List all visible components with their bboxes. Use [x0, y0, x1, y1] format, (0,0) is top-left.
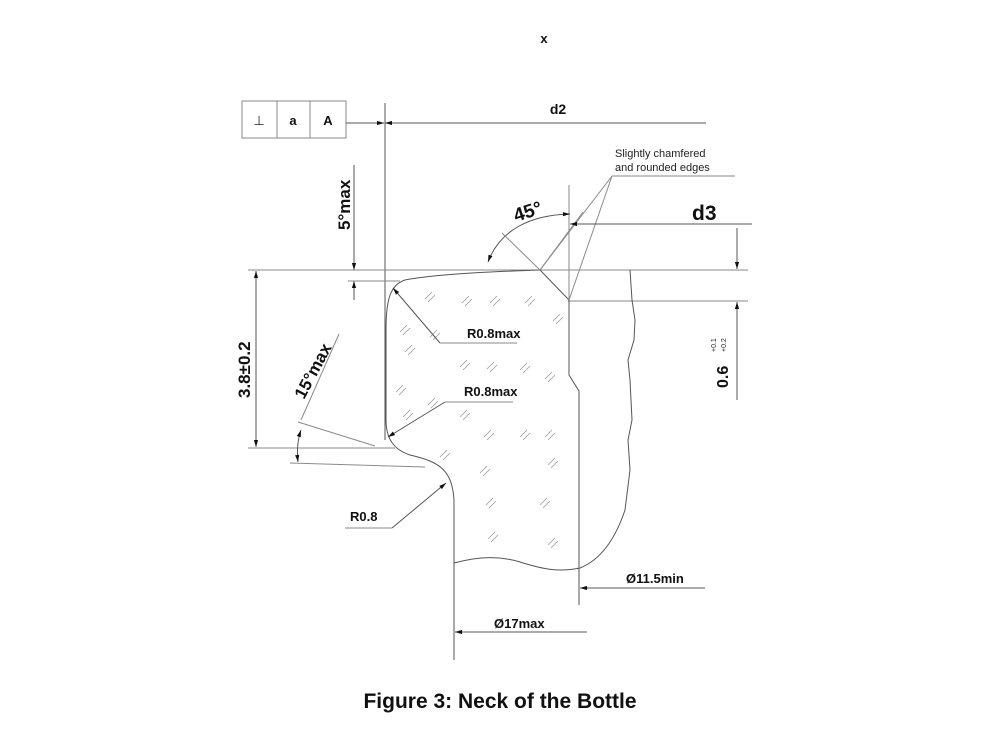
hatch-mark [547, 457, 559, 469]
hatch-mark [427, 397, 439, 409]
hatch-mark [487, 531, 499, 543]
radius-top-label: R0.8max [467, 326, 521, 341]
datum-reference: A [323, 113, 333, 128]
d2-label: d2 [550, 101, 567, 117]
hatch-mark [404, 344, 416, 356]
angle-5-label: 5°max [335, 179, 354, 230]
hatch-mark [519, 362, 531, 374]
hatch-mark [399, 324, 411, 336]
radius-bottom-label: R0.8 [350, 509, 377, 524]
hatch-mark [519, 429, 531, 441]
hatch-mark [552, 313, 564, 325]
d3-label: d3 [692, 202, 717, 225]
hatch-mark [547, 537, 559, 549]
hatch-mark [439, 449, 451, 461]
tolerance-value: a [289, 113, 297, 128]
hatch-mark [539, 497, 551, 509]
hatch-mark [461, 295, 473, 307]
hatch-mark [424, 291, 436, 303]
hatch-mark [485, 497, 497, 509]
hatch-mark [395, 384, 407, 396]
lip-height-label: 0.6 [715, 366, 732, 388]
radius-mid-label: R0.8max [464, 384, 518, 399]
inner-diameter-label: Ø11.5min [626, 571, 684, 586]
hatch-mark [459, 409, 471, 421]
hatch-mark [544, 429, 556, 441]
hatch-mark [544, 371, 556, 383]
lip-tol-upper: +0.1 [711, 338, 718, 352]
hatch-mark [459, 359, 471, 371]
height-label: 3.8±0.2 [235, 341, 254, 398]
angle-45-label: 45° [511, 198, 545, 227]
perpendicularity-symbol: ⊥ [253, 113, 264, 128]
hatch-mark [489, 295, 501, 307]
figure-caption: Figure 3: Neck of the Bottle [363, 690, 637, 713]
hatch-mark [429, 329, 441, 341]
hatch-mark [483, 429, 495, 441]
glass-hatching [395, 291, 564, 549]
hatch-mark [524, 295, 536, 307]
hatch-mark [402, 409, 414, 421]
edges-note-line2: and rounded edges [615, 162, 710, 174]
lip-tol-lower: +0.2 [721, 338, 728, 352]
outer-diameter-label: Ø17max [494, 616, 545, 631]
hatch-mark [486, 361, 498, 373]
hatch-mark [479, 465, 491, 477]
edges-note-line1: Slightly chamfered [615, 148, 706, 160]
top-label: x [540, 31, 548, 46]
tolerance-frame: ⊥ a A [241, 100, 347, 139]
